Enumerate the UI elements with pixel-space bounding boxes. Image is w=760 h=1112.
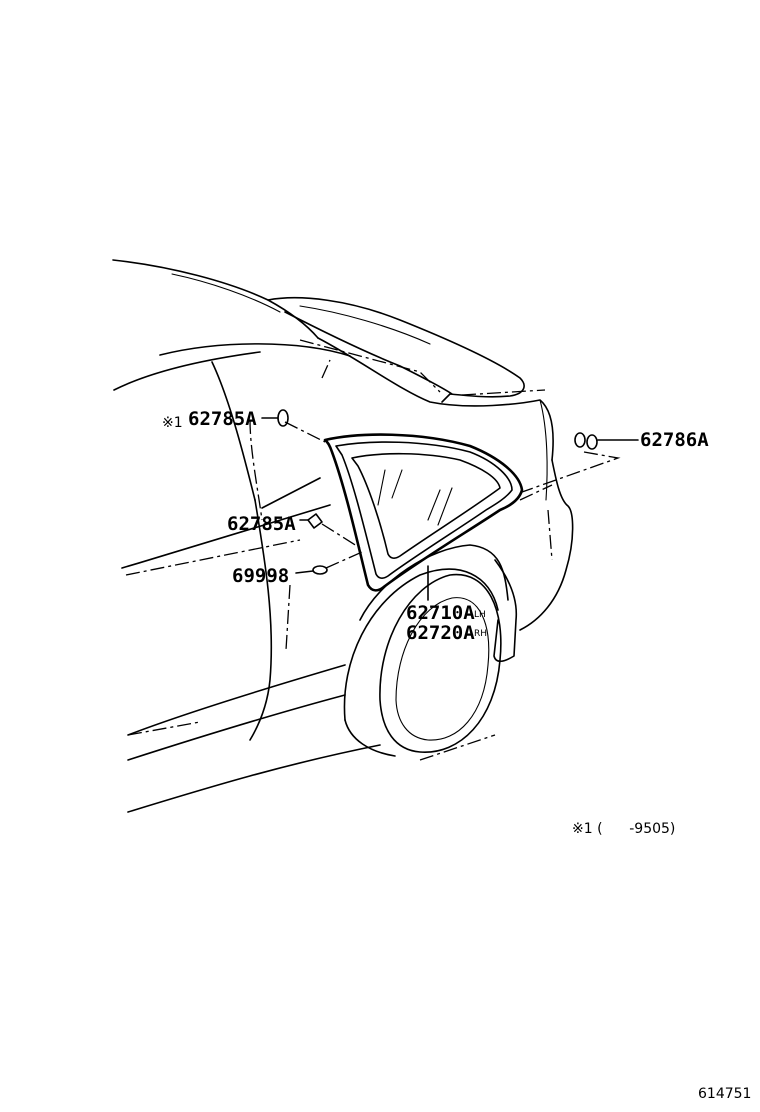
quarter-window-glass	[323, 433, 524, 592]
clip-62785A-mid	[299, 513, 323, 529]
suffix-62710: LH	[474, 610, 486, 620]
footnote: ※1 ( -9505)	[572, 821, 675, 837]
label-62710A: 62710A	[406, 602, 475, 624]
label-62786A: 62786A	[640, 429, 709, 451]
clip-62786A	[574, 432, 639, 450]
label-69998: 69998	[232, 565, 289, 587]
label-62785A-top: 62785A	[188, 408, 257, 430]
label-62785A-mid: 62785A	[227, 513, 296, 535]
clip-69998	[295, 565, 328, 575]
leader-lines	[125, 339, 621, 761]
suffix-62720: RH	[474, 629, 487, 639]
note-mark-top: ※1	[162, 415, 183, 431]
clip-62785A-top	[261, 409, 289, 427]
label-62720A: 62720A	[406, 622, 475, 644]
car-body-outline	[112, 259, 574, 813]
diagram-number: 614751	[698, 1086, 751, 1102]
